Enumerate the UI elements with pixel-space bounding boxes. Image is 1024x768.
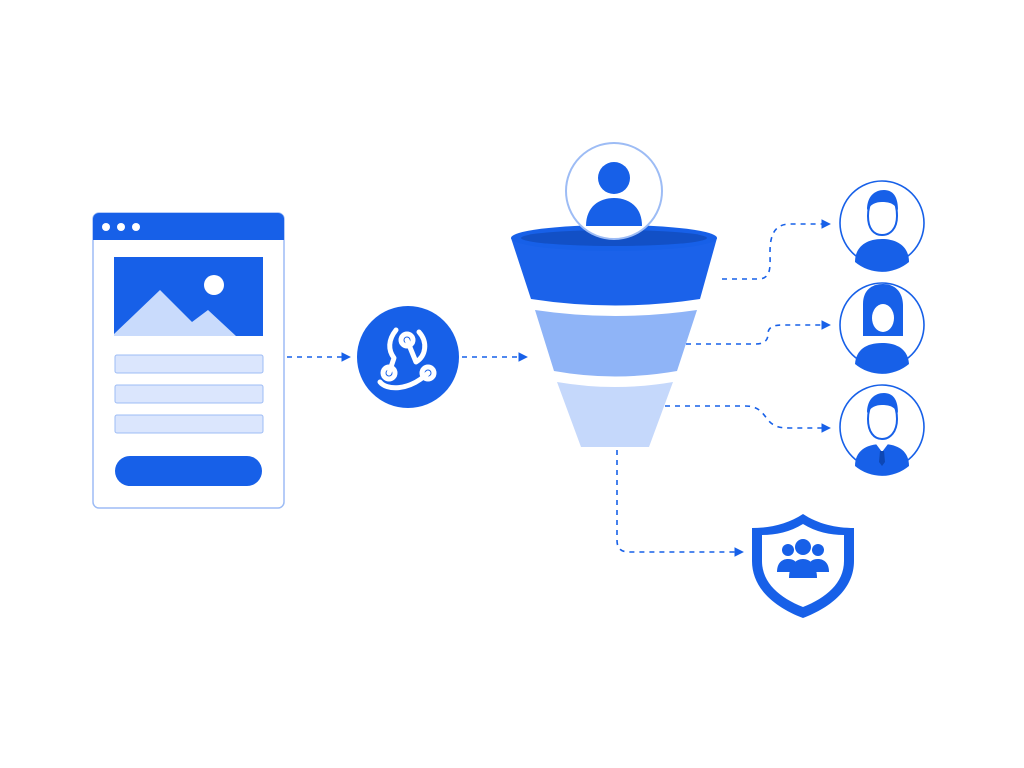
funnel-icon — [511, 225, 717, 447]
shield-team-icon — [752, 514, 854, 618]
funnel-stage-3 — [557, 382, 673, 447]
form-field — [114, 414, 264, 434]
funnel-stage-1 — [511, 238, 717, 306]
window-dot — [102, 223, 110, 231]
form-field — [114, 354, 264, 374]
funnel-stage-2 — [535, 310, 697, 377]
submit-button-shape — [115, 456, 262, 486]
connector-funnel-to-person-3 — [665, 405, 831, 433]
man-avatar-icon — [839, 180, 925, 272]
team-icon — [777, 539, 829, 578]
connector-funnel-to-person-2 — [686, 320, 831, 345]
connectors — [287, 219, 831, 557]
window-dot — [117, 223, 125, 231]
connector-funnel-to-person-1 — [722, 219, 831, 280]
webhook-icon — [357, 306, 459, 408]
sun-icon — [204, 275, 224, 295]
form-field — [114, 384, 264, 404]
woman-avatar-icon — [839, 282, 925, 374]
user-icon — [565, 142, 663, 240]
image-placeholder-icon — [114, 257, 263, 336]
window-dot — [132, 223, 140, 231]
connector-funnel-to-team — [616, 450, 744, 557]
businessman-avatar-icon — [839, 384, 925, 476]
browser-title-bar — [93, 213, 284, 240]
browser-form-icon — [92, 212, 285, 509]
